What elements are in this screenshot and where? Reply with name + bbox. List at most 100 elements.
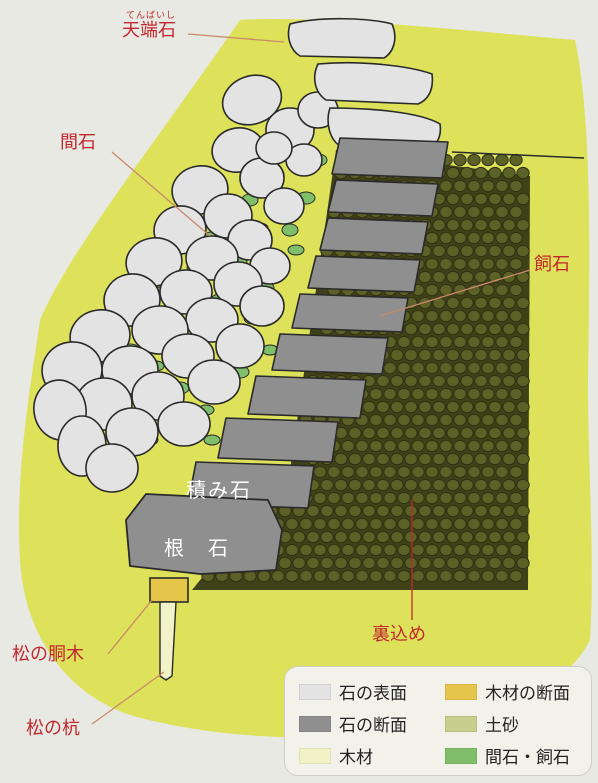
fill-pebble xyxy=(390,452,404,466)
wall-outline xyxy=(451,151,585,159)
legend-item-stone-section: 石の断面 xyxy=(299,711,407,736)
fill-pebble xyxy=(509,309,523,323)
fill-pebble xyxy=(481,361,495,375)
stone-face xyxy=(221,74,283,126)
ground-line xyxy=(451,151,585,159)
dougi-timber xyxy=(149,577,189,603)
fill-pebble xyxy=(418,270,432,284)
fill-pebble xyxy=(446,348,460,362)
fill-pebble xyxy=(390,400,404,414)
legend-item-stone-face: 石の表面 xyxy=(299,679,407,704)
fill-pebble xyxy=(418,348,432,362)
fill-pebble xyxy=(509,153,523,167)
fill-pebble xyxy=(432,504,446,518)
fill-pebble xyxy=(460,452,474,466)
fill-pebble xyxy=(404,322,418,336)
fill-pebble xyxy=(404,348,418,362)
fill-pebble xyxy=(327,491,341,505)
fill-pebble xyxy=(327,543,341,557)
fill-pebble xyxy=(390,478,404,492)
fill-pebble xyxy=(453,205,467,219)
fill-pebble xyxy=(320,478,334,492)
fill-pebble xyxy=(376,400,390,414)
fill-pebble xyxy=(411,543,425,557)
fill-pebble xyxy=(488,218,502,232)
fill-pebble xyxy=(411,465,425,479)
fill-pebble xyxy=(425,387,439,401)
fill-pebble xyxy=(516,296,530,310)
fill-pebble xyxy=(516,530,530,544)
fill-pebble xyxy=(376,426,390,440)
leader-line xyxy=(379,269,531,317)
fill-pebble xyxy=(313,517,327,531)
fill-pebble xyxy=(411,309,425,323)
fill-pebble xyxy=(383,569,397,583)
fill-pebble xyxy=(397,387,411,401)
fill-pebble xyxy=(397,335,411,349)
stone-section xyxy=(331,137,449,179)
fill-pebble xyxy=(467,491,481,505)
fill-pebble xyxy=(495,179,509,193)
fill-pebble xyxy=(481,543,495,557)
leader-line xyxy=(187,33,285,43)
fill-pebble xyxy=(495,569,509,583)
fill-pebble xyxy=(334,504,348,518)
fill-pebble xyxy=(397,361,411,375)
fill-pebble xyxy=(425,543,439,557)
fill-pebble xyxy=(418,426,432,440)
fill-pebble xyxy=(481,231,495,245)
fill-pebble xyxy=(425,413,439,427)
fill-pebble xyxy=(509,413,523,427)
fill-pebble xyxy=(474,218,488,232)
fill-pebble xyxy=(488,504,502,518)
fill-pebble xyxy=(495,439,509,453)
fill-pebble xyxy=(390,504,404,518)
fill-pebble xyxy=(341,491,355,505)
fill-pebble xyxy=(439,309,453,323)
fill-pebble xyxy=(467,543,481,557)
fill-pebble xyxy=(509,231,523,245)
fill-pebble xyxy=(495,153,509,167)
fill-pebble xyxy=(432,400,446,414)
fill-pebble xyxy=(397,491,411,505)
fill-pebble xyxy=(460,218,474,232)
fill-pebble xyxy=(376,374,390,388)
fill-pebble xyxy=(446,400,460,414)
fill-pebble xyxy=(453,517,467,531)
fill-pebble xyxy=(320,556,334,570)
fill-pebble xyxy=(467,439,481,453)
fill-pebble xyxy=(425,361,439,375)
fill-pebble xyxy=(397,569,411,583)
timber xyxy=(149,577,189,681)
fill-pebble xyxy=(334,452,348,466)
fill-pebble xyxy=(383,413,397,427)
fill-pebble xyxy=(446,478,460,492)
fill-pebble xyxy=(481,413,495,427)
fill-pebble xyxy=(439,335,453,349)
fill-pebble xyxy=(369,491,383,505)
stone-face xyxy=(255,131,293,165)
fill-pebble xyxy=(271,569,285,583)
fill-pebble xyxy=(411,361,425,375)
legend-swatch xyxy=(299,683,331,700)
fill-pebble xyxy=(285,517,299,531)
stone-section xyxy=(187,461,315,509)
stone-section xyxy=(327,179,439,217)
fill-pebble xyxy=(439,387,453,401)
fill-pebble xyxy=(362,556,376,570)
fill-pebble xyxy=(383,543,397,557)
fill-pebble xyxy=(488,166,502,180)
fill-pebble xyxy=(495,257,509,271)
stone-sections xyxy=(125,137,449,575)
fill-pebble xyxy=(516,244,530,258)
fill-pebble xyxy=(502,192,516,206)
fill-pebble xyxy=(460,296,474,310)
fill-pebble xyxy=(495,413,509,427)
fill-pebble xyxy=(467,205,481,219)
fill-pebble xyxy=(355,543,369,557)
fill-pebble xyxy=(467,335,481,349)
aiishi-stone xyxy=(287,244,305,256)
fill-pebble xyxy=(348,478,362,492)
legend-swatch xyxy=(445,747,477,764)
fill-pebble xyxy=(516,426,530,440)
